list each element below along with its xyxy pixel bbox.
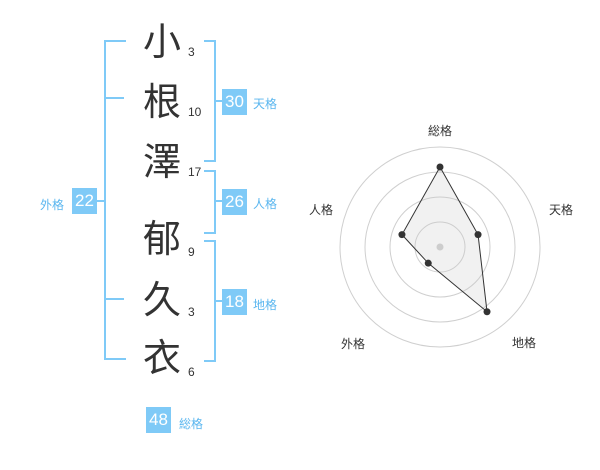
soukaku-badge: 48 xyxy=(146,407,171,433)
radar-axis-label-chikaku: 地格 xyxy=(512,336,537,350)
soukaku-label: 総格 xyxy=(179,417,204,431)
radar-axis-label-soukaku: 総格 xyxy=(428,124,453,138)
radar-point-4 xyxy=(424,259,432,267)
bracket-tick-2 xyxy=(106,298,124,300)
name-char-6: 衣 xyxy=(142,336,181,380)
radar-axis-label-tenkaku: 天格 xyxy=(549,203,574,217)
chikaku-label: 地格 xyxy=(253,298,278,312)
radar-center xyxy=(436,243,444,251)
radar-polygon xyxy=(401,165,488,313)
radar-axis-label-jinkaku: 人格 xyxy=(309,203,334,217)
radar-axis-label-gaikaku: 外格 xyxy=(341,337,366,351)
stroke-count-5: 3 xyxy=(188,305,195,319)
stroke-count-1: 3 xyxy=(188,45,195,59)
name-char-3: 澤 xyxy=(142,140,181,184)
tenkaku-badge: 30 xyxy=(222,89,247,115)
radar-point-3 xyxy=(483,308,491,316)
radar-rings xyxy=(339,146,541,348)
radar-ring-3 xyxy=(364,171,516,323)
jinkaku-badge: 26 xyxy=(222,189,247,215)
name-char-2: 根 xyxy=(142,80,181,124)
gaikaku-connector xyxy=(90,200,104,202)
stroke-count-3: 17 xyxy=(188,165,202,179)
radar-ring-4 xyxy=(339,146,541,348)
radar-shape xyxy=(398,163,491,316)
name-char-5: 久 xyxy=(142,278,181,322)
radar-ring-1 xyxy=(414,221,466,273)
radar-point-5 xyxy=(398,231,406,239)
chikaku-connector xyxy=(214,300,222,302)
radar-ring-2 xyxy=(389,196,491,298)
gaikaku-bracket xyxy=(104,40,126,360)
chikaku-badge: 18 xyxy=(222,289,247,315)
tenkaku-label: 天格 xyxy=(253,97,278,111)
gaikaku-badge: 22 xyxy=(72,188,97,214)
tenkaku-connector xyxy=(214,100,222,102)
stroke-count-6: 6 xyxy=(188,365,195,379)
bracket-tick-1 xyxy=(106,97,124,99)
name-char-4: 郁 xyxy=(142,217,181,261)
jinkaku-label: 人格 xyxy=(253,197,278,211)
stroke-count-4: 9 xyxy=(188,245,195,259)
jinkaku-connector xyxy=(214,200,222,202)
stroke-count-2: 10 xyxy=(188,105,202,119)
radar-point-2 xyxy=(474,231,482,239)
name-char-1: 小 xyxy=(142,20,181,64)
jinkaku-bracket xyxy=(204,170,216,234)
radar-point-1 xyxy=(436,163,444,171)
gaikaku-label: 外格 xyxy=(40,198,65,212)
